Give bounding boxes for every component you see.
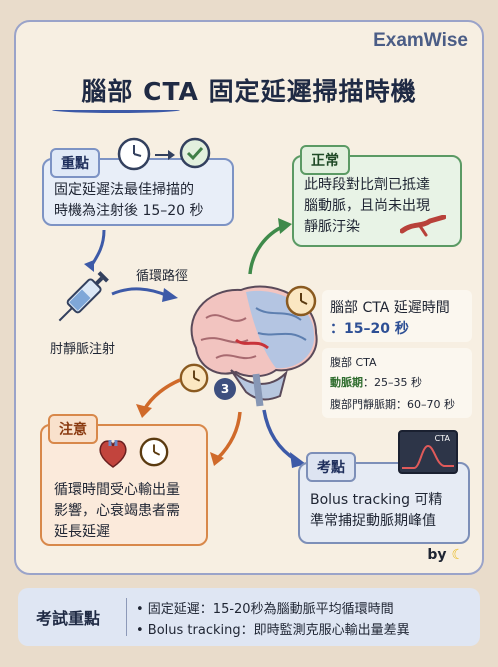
brand-logo: ExamWise bbox=[373, 30, 468, 51]
title-underline bbox=[52, 107, 180, 113]
clock-icon bbox=[285, 285, 317, 317]
caution-line3: 延長延遲 bbox=[54, 524, 110, 540]
arterial-phase-row: 動脈期：25–35 秒 bbox=[330, 374, 422, 390]
circulation-arrow-icon bbox=[111, 287, 178, 302]
normal-tag: 正常 bbox=[300, 145, 350, 175]
banana-icon: ☾ bbox=[451, 547, 464, 563]
abdomen-cta-title: 腹部 CTA bbox=[330, 356, 377, 369]
check-circle-icon bbox=[179, 137, 211, 169]
artery-icon bbox=[400, 215, 446, 237]
normal-line3: 靜脈汙染 bbox=[304, 219, 360, 235]
monitor-label: CTA bbox=[434, 434, 450, 443]
down-left-arrow-icon bbox=[136, 378, 181, 418]
caution-tag: 注意 bbox=[48, 414, 98, 444]
arterial-phase-value: ：25–35 秒 bbox=[363, 376, 422, 389]
brain-delay-box bbox=[322, 290, 472, 342]
caution-line2: 影響，心衰竭患者需 bbox=[54, 503, 180, 519]
footer-point-1: • 固定延遲：15-20秒為腦動脈平均循環時間 bbox=[136, 602, 394, 617]
exam-summary-footer: 考試重點 • 固定延遲：15-20秒為腦動脈平均循環時間 • Bolus tra… bbox=[18, 588, 480, 646]
arrow-right-icon bbox=[155, 150, 175, 160]
down-arrow-icon bbox=[210, 411, 242, 466]
monitor-icon: CTA bbox=[398, 430, 458, 474]
page-title: 腦部 CTA 固定延遲掃描時機 bbox=[81, 77, 417, 106]
arterial-phase-label: 動脈期 bbox=[330, 376, 363, 389]
syringe-icon bbox=[58, 271, 109, 322]
normal-line2: 腦動脈，且尚未出現 bbox=[304, 198, 430, 214]
signal-curve-icon bbox=[402, 444, 454, 469]
exam-point-line2: 準常捕捉動脈期峰值 bbox=[310, 513, 436, 529]
key-point-line2: 時機為注射後 15–20 秒 bbox=[54, 203, 204, 219]
byline: by ☾ bbox=[427, 547, 464, 563]
step-number: 3 bbox=[220, 382, 230, 396]
exam-point-line1: Bolus tracking 可精 bbox=[310, 492, 443, 508]
footer-title: 考試重點 bbox=[36, 609, 101, 628]
footer-point-2: • Bolus tracking：即時監測克服心輸出量差異 bbox=[136, 623, 410, 638]
key-point-line1: 固定延遲法最佳掃描的 bbox=[54, 182, 194, 198]
antecubital-injection-label: 肘靜脈注射 bbox=[50, 342, 116, 357]
exam-point-tag: 考點 bbox=[306, 452, 356, 482]
up-right-arrow-icon bbox=[248, 218, 292, 275]
circulation-path-label: 循環路徑 bbox=[136, 269, 189, 284]
normal-line1: 此時段對比劑已抵達 bbox=[304, 177, 430, 193]
clock-icon bbox=[179, 363, 209, 393]
step-number-badge: 3 bbox=[214, 378, 236, 400]
portal-phase-value: ：60–70 秒 bbox=[396, 398, 455, 411]
footer-divider bbox=[126, 598, 127, 636]
caution-line1: 循環時間受心輸出量 bbox=[54, 482, 180, 498]
clock-icon bbox=[139, 437, 169, 467]
portal-phase-label: 腹部門靜脈期 bbox=[330, 398, 396, 411]
down-right-arrow-icon bbox=[262, 409, 306, 468]
exam-point-card: 考點 Bolus tracking 可精 準常捕捉動脈期峰值 bbox=[298, 452, 470, 544]
clock-icon bbox=[117, 137, 151, 171]
portal-phase-row: 腹部門靜脈期：60–70 秒 bbox=[330, 396, 455, 412]
key-point-tag: 重點 bbox=[50, 148, 100, 178]
down-arrow-icon bbox=[84, 229, 106, 272]
abdomen-info-box bbox=[322, 348, 472, 418]
normal-card: 正常 此時段對比劑已抵達 腦動脈，且尚未出現 靜脈汙染 bbox=[292, 145, 462, 247]
brain-delay-title: 腦部 CTA 延遲時間 bbox=[330, 300, 450, 316]
byline-text: by bbox=[427, 547, 447, 563]
heart-icon bbox=[99, 440, 127, 468]
brain-delay-value: ：15–20 秒 bbox=[330, 321, 409, 337]
